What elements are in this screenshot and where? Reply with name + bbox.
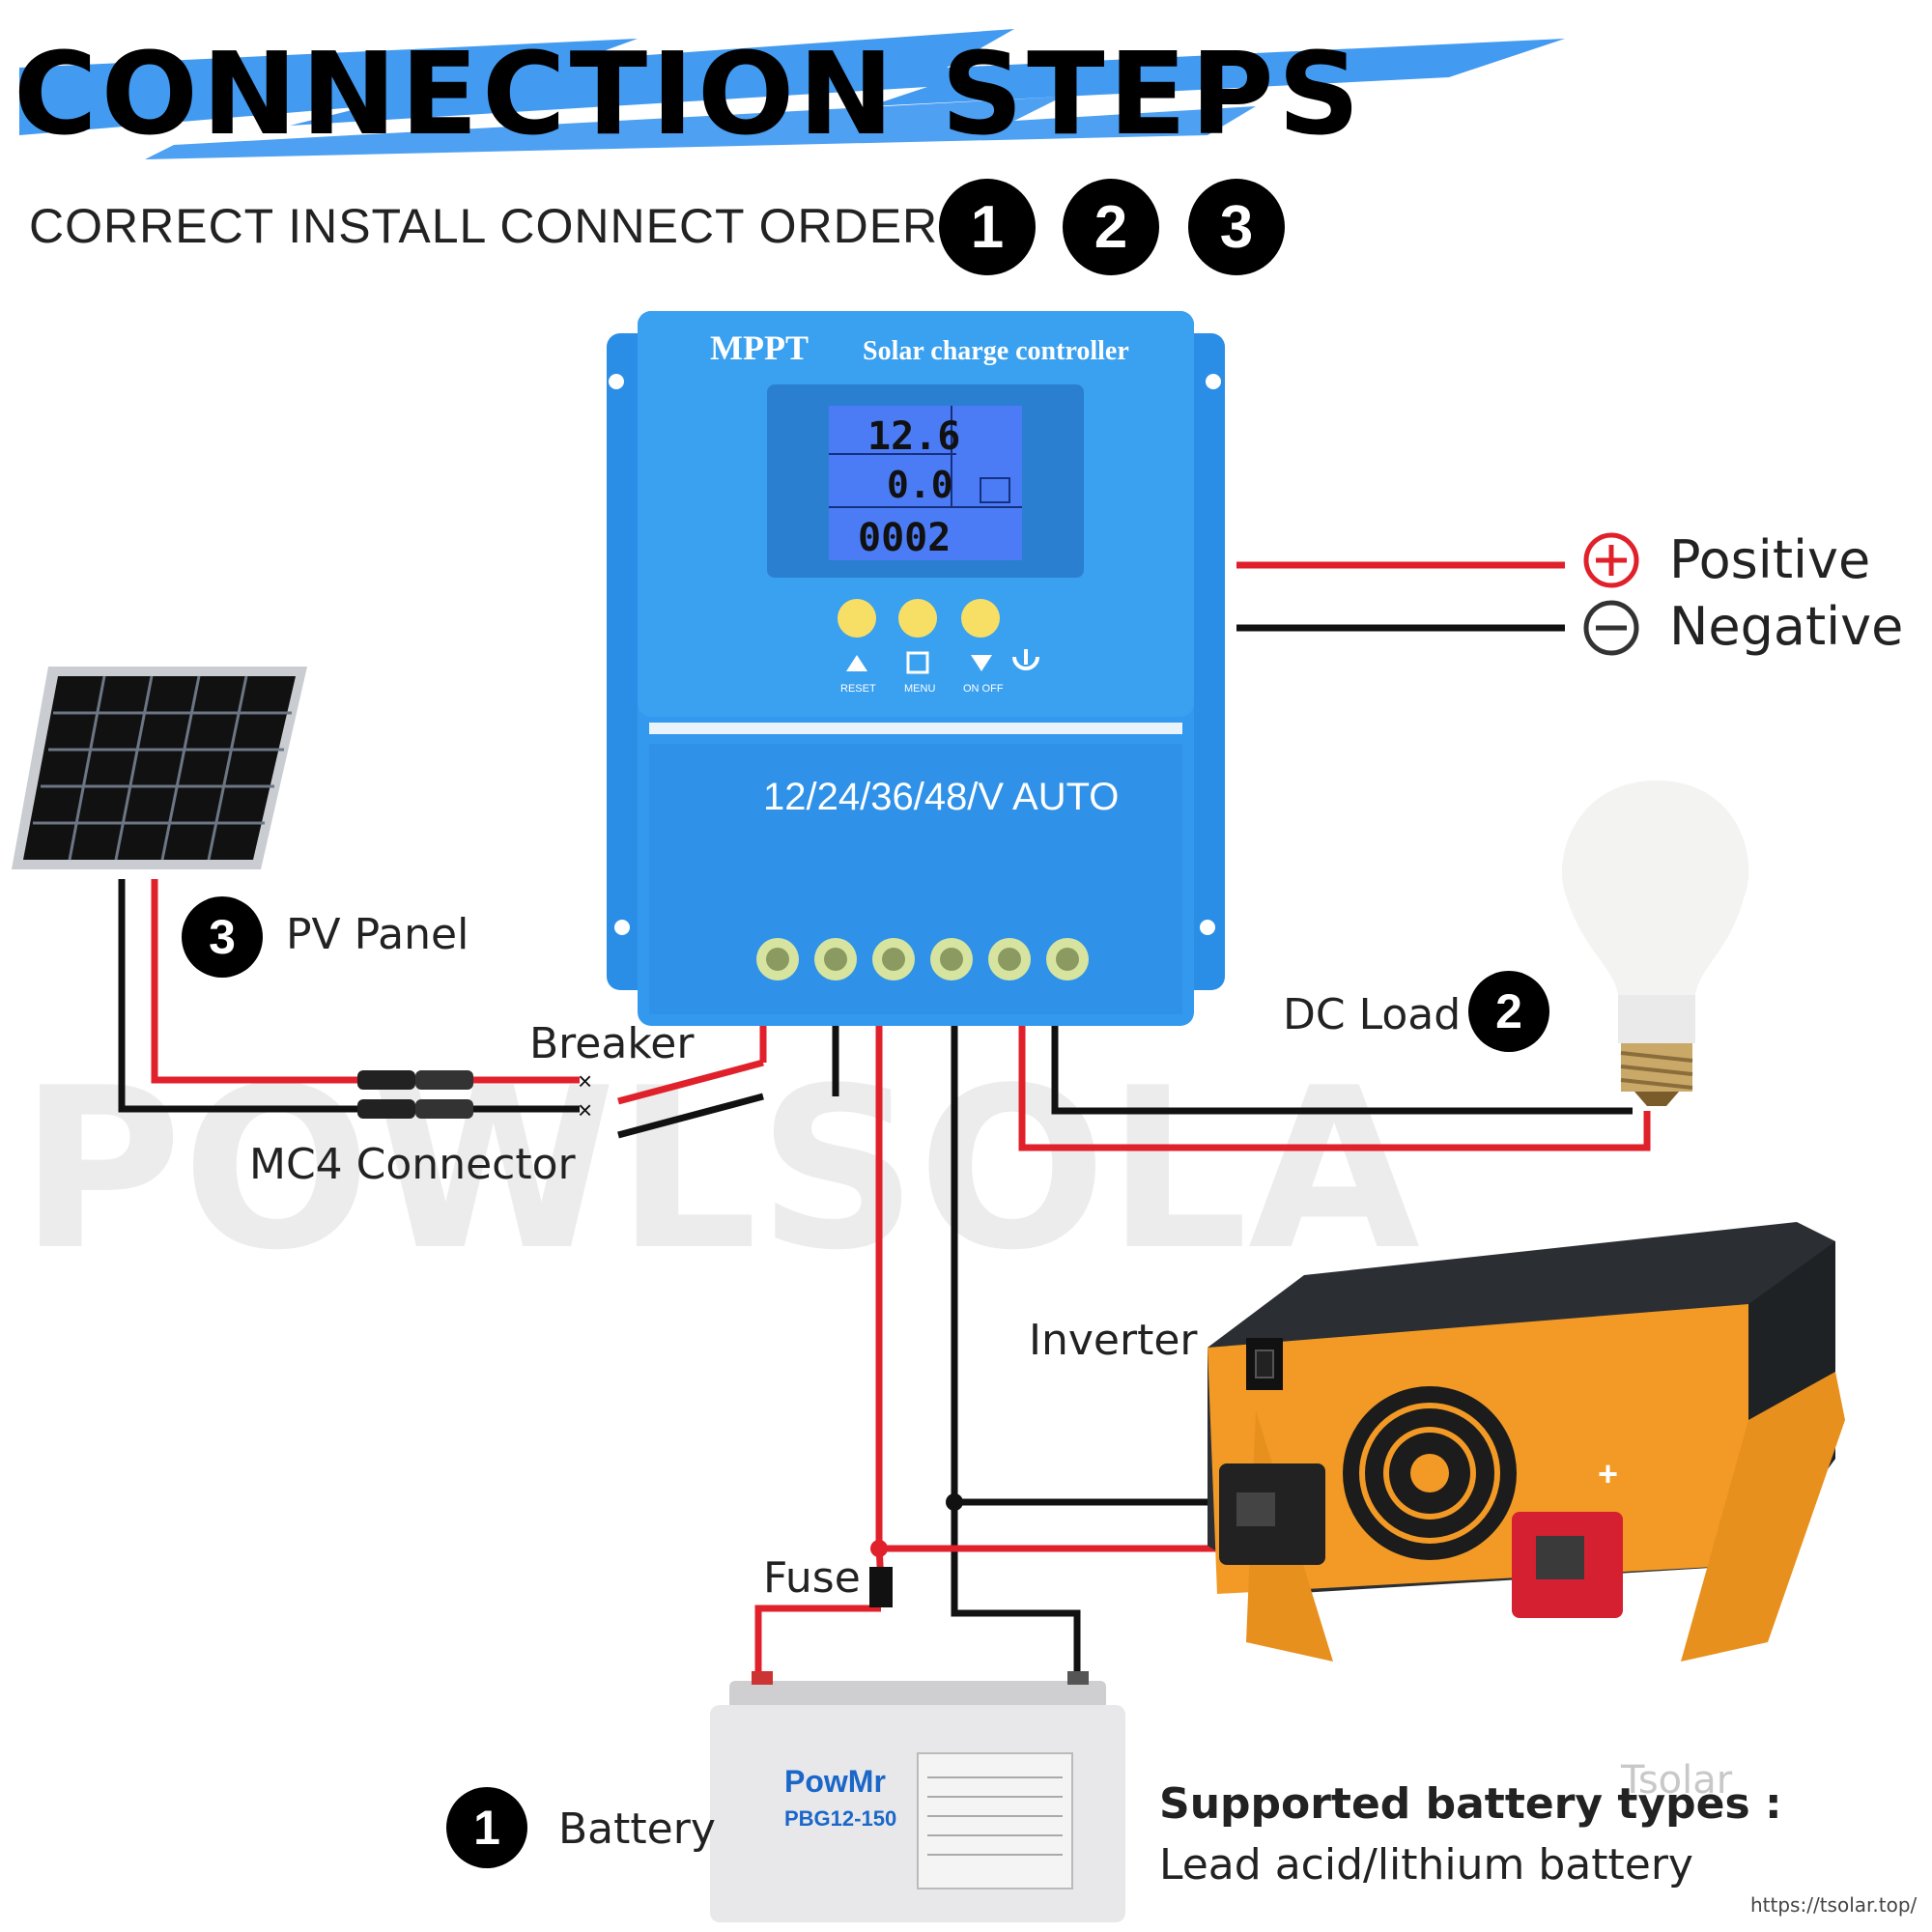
lcd-current: 0.0 <box>887 464 953 506</box>
fuse-icon <box>869 1567 893 1607</box>
mc4-connector-icon <box>357 1070 473 1119</box>
solar-panel-image <box>12 667 307 869</box>
pv-panel-label: PV Panel <box>286 910 469 959</box>
battery-brand: PowMr <box>784 1764 886 1799</box>
mc4-connector-label: MC4 Connector <box>249 1140 576 1189</box>
lcd-time: 0002 <box>858 516 951 560</box>
battery-model: PBG12-150 <box>784 1806 896 1831</box>
pv-positive-wire <box>151 879 367 1084</box>
source-url: https://tsolar.top/ <box>1750 1893 1918 1917</box>
light-bulb-image <box>1561 781 1749 1106</box>
load-negative-wire <box>1051 1024 1633 1115</box>
terminal-block <box>756 938 1089 980</box>
battery-fuse-wire <box>754 1605 881 1690</box>
page-title: CONNECTION STEPS <box>14 27 1364 160</box>
battery-badge: 1 <box>446 1787 527 1868</box>
fuse-label: Fuse <box>763 1553 861 1603</box>
battery-label: Battery <box>558 1804 716 1854</box>
order-badge-3: 3 <box>1188 179 1285 275</box>
battery-negative-wire <box>951 1024 1081 1690</box>
pv-negative-wire <box>118 879 367 1113</box>
breaker-label: Breaker <box>529 1019 695 1068</box>
legend-positive-label: Positive <box>1669 529 1871 590</box>
menu-button <box>898 599 937 638</box>
down-arrow-icon <box>971 655 992 671</box>
battery-types-list: Lead acid/lithium battery <box>1159 1840 1693 1889</box>
battery-positive-wire <box>875 1024 885 1585</box>
legend-negative-label: Negative <box>1669 596 1904 657</box>
battery-image <box>710 1671 1125 1922</box>
install-order-text: CORRECT INSTALL CONNECT ORDER: <box>29 199 953 253</box>
onoff-label: ON OFF <box>963 683 1004 695</box>
controller-subtitle: Solar charge controller <box>863 336 1129 366</box>
tsolar-watermark: Tsolar <box>1621 1758 1733 1803</box>
lcd-voltage: 12.6 <box>867 414 960 459</box>
svg-text:×: × <box>578 1095 592 1124</box>
controller-brand: MPPT <box>710 328 809 367</box>
svg-text:+: + <box>1598 1454 1618 1493</box>
pv-panel-badge: 3 <box>182 896 263 978</box>
watermark-background: POWLSOLA <box>19 1041 1420 1299</box>
order-badge-2: 2 <box>1063 179 1159 275</box>
reset-button <box>838 599 876 638</box>
dc-load-label: DC Load <box>1283 990 1462 1039</box>
order-badge-1: 1 <box>939 179 1036 275</box>
inverter-label: Inverter <box>1029 1316 1198 1365</box>
inverter-image: + <box>1208 1222 1845 1662</box>
breaker-switch-negative <box>617 1093 764 1139</box>
breaker-switch-positive <box>617 1059 764 1105</box>
up-arrow-icon <box>846 655 867 671</box>
title-brush-strokes <box>19 29 1565 159</box>
menu-label: MENU <box>904 683 935 695</box>
charge-controller-image <box>607 311 1225 1026</box>
battery-types-heading: Supported battery types : <box>1159 1779 1782 1829</box>
svg-text:×: × <box>578 1066 592 1095</box>
controller-voltage-label: 12/24/36/48/V AUTO <box>763 776 1119 818</box>
load-positive-wire <box>1018 1024 1651 1151</box>
reset-label: RESET <box>840 683 876 695</box>
dc-load-badge: 2 <box>1468 971 1549 1052</box>
menu-icon <box>906 651 929 674</box>
power-icon <box>1012 649 1039 670</box>
onoff-button <box>961 599 1000 638</box>
minus-circle-icon <box>1583 600 1639 656</box>
plus-circle-icon <box>1583 532 1639 588</box>
